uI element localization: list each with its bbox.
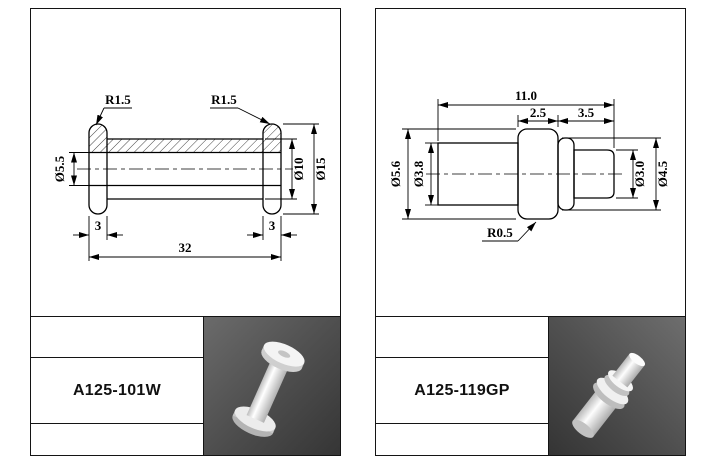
dim-radius-right: R1.5	[211, 92, 237, 107]
dim-body-diameter: Ø3.8	[411, 160, 426, 187]
part-number-cell: A125-119GP	[376, 358, 548, 424]
technical-drawing-plug: 11.0 2.5 3.5 Ø5.6 Ø3.8	[388, 88, 670, 242]
product-photo	[549, 317, 685, 455]
spec-row-empty-top	[376, 317, 548, 358]
dim-body-diameter: Ø10	[291, 157, 306, 180]
spec-table-left-column: A125-119GP	[376, 317, 549, 455]
dim-tip-length: 3.5	[578, 105, 595, 120]
spec-row-empty-top	[31, 317, 203, 358]
spec-table: A125-101W	[31, 316, 340, 455]
product-panel-right: 11.0 2.5 3.5 Ø5.6 Ø3.8	[375, 8, 686, 456]
part-number: A125-101W	[72, 381, 162, 399]
spec-row-empty-bottom	[376, 424, 548, 455]
spool-dimensions: R1.5 R1.5 Ø5.5 Ø10 Ø15	[52, 92, 328, 261]
spec-table-left-column: A125-101W	[31, 317, 204, 455]
dim-collar-length: 2.5	[530, 105, 547, 120]
section-hatch	[89, 124, 281, 153]
part-number: A125-119GP	[414, 381, 510, 399]
product-panel-left: R1.5 R1.5 Ø5.5 Ø10 Ø15	[30, 8, 341, 456]
dim-flange-width-right: 3	[269, 218, 276, 233]
spool-outline	[77, 123, 293, 215]
product-3d-render-spool	[204, 317, 340, 455]
plug-outline	[426, 128, 626, 220]
dim-radius-left: R1.5	[105, 92, 131, 107]
product-3d-render-plug	[549, 317, 685, 455]
technical-drawing-spool: R1.5 R1.5 Ø5.5 Ø10 Ø15	[52, 92, 328, 261]
dim-tip-diameter: Ø3.0	[632, 161, 647, 187]
plug-dimensions: 11.0 2.5 3.5 Ø5.6 Ø3.8	[388, 88, 670, 242]
dim-fillet-radius: R0.5	[487, 225, 513, 240]
part-number-cell: A125-101W	[31, 358, 203, 424]
dim-collar-diameter: Ø5.6	[388, 160, 403, 187]
plug-3d-shape	[572, 352, 646, 438]
dim-flange-width-left: 3	[95, 218, 102, 233]
dim-flange-diameter: Ø15	[313, 157, 328, 181]
product-photo	[204, 317, 340, 455]
dim-overall-length: 32	[179, 240, 192, 255]
plug-tip	[573, 149, 615, 199]
dim-overall-length: 11.0	[515, 88, 537, 103]
spec-table: A125-119GP	[376, 316, 685, 455]
dim-ring-diameter: Ø4.5	[655, 160, 670, 187]
spec-row-empty-bottom	[31, 424, 203, 455]
spool-3d-shape	[232, 341, 305, 437]
dim-hole-diameter: Ø5.5	[52, 155, 67, 182]
